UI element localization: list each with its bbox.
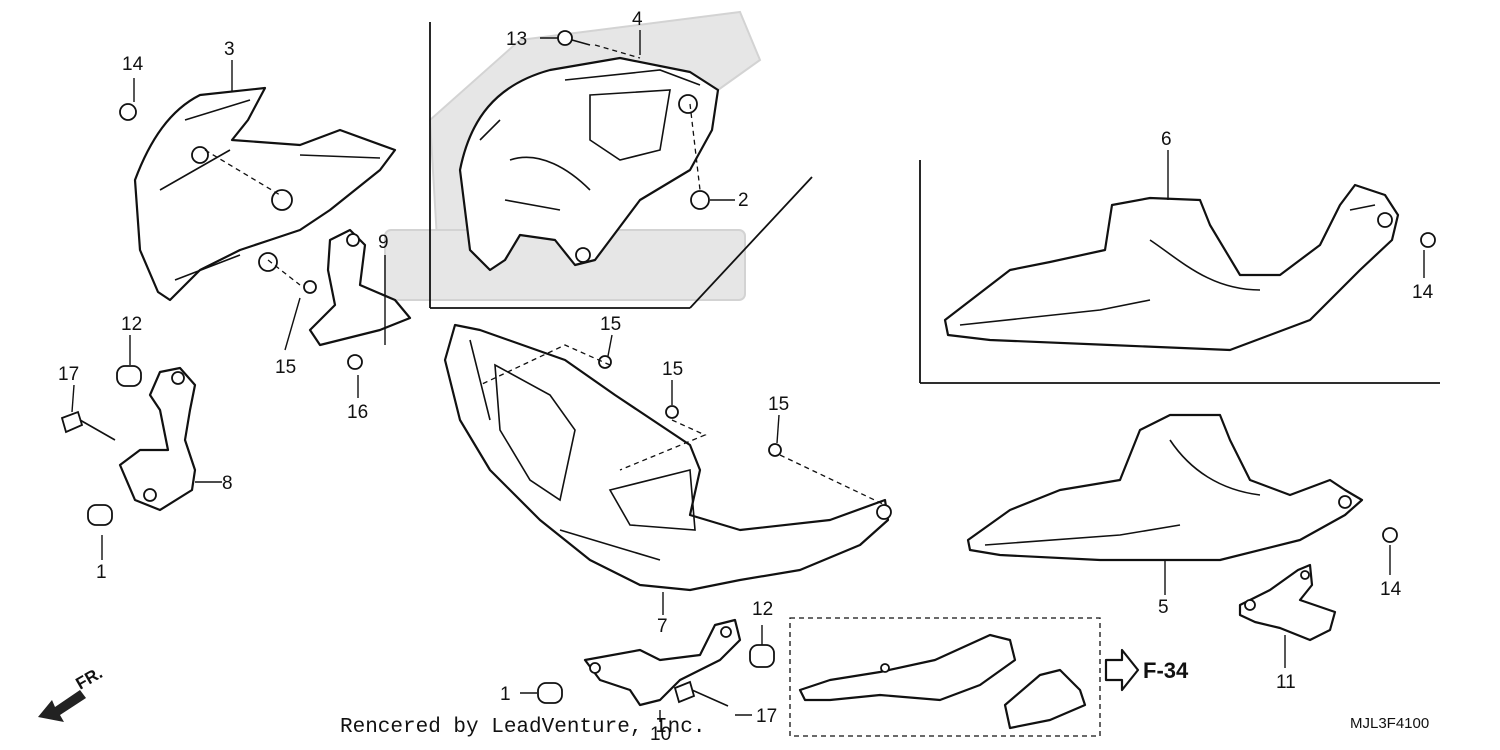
callout-15-mid: 15 bbox=[662, 359, 683, 380]
diagram-code: MJL3F4100 bbox=[1350, 715, 1429, 732]
front-direction: FR. bbox=[38, 663, 106, 722]
callout-4: 4 bbox=[632, 9, 643, 30]
callout-11: 11 bbox=[1276, 672, 1296, 693]
callout-7: 7 bbox=[657, 616, 668, 637]
callout-14-left: 14 bbox=[122, 54, 144, 75]
callout-3: 3 bbox=[224, 39, 235, 60]
callout-13: 13 bbox=[506, 29, 527, 50]
callout-16: 16 bbox=[347, 402, 368, 423]
callout-15-right: 15 bbox=[768, 394, 789, 415]
part-4-inner-panel bbox=[458, 56, 720, 272]
outline-arrow-icon bbox=[1104, 648, 1140, 692]
leader-lines bbox=[71, 30, 1425, 722]
front-label: FR. bbox=[73, 663, 106, 693]
callout-14-lower-right: 14 bbox=[1380, 579, 1402, 600]
inset-frame-right bbox=[919, 160, 1440, 384]
front-arrow-icon bbox=[38, 690, 86, 722]
part-7-lower-cowl bbox=[443, 323, 892, 592]
callout-1-left: 1 bbox=[96, 562, 107, 583]
callout-5: 5 bbox=[1158, 597, 1169, 618]
inset-frame-top-center bbox=[429, 22, 813, 309]
callout-15-center: 15 bbox=[600, 314, 621, 335]
callout-labels: 3 14 13 4 2 9 15 16 12 17 8 1 15 15 15 7… bbox=[58, 9, 1434, 745]
part-8-bracket bbox=[118, 366, 197, 512]
callout-1-bottom: 1 bbox=[500, 684, 511, 705]
page-ref-label: F-34 bbox=[1143, 658, 1189, 683]
part-5-under-cowl bbox=[966, 413, 1364, 562]
callout-8: 8 bbox=[222, 473, 233, 494]
callout-9: 9 bbox=[378, 232, 389, 253]
callout-2: 2 bbox=[738, 190, 749, 211]
part-11-bracket bbox=[1238, 563, 1337, 642]
callout-15-left: 15 bbox=[275, 357, 296, 378]
reference-assembly bbox=[798, 633, 1087, 730]
callout-12-left: 12 bbox=[121, 314, 142, 335]
part-3-side-cowl bbox=[133, 86, 397, 302]
callout-17-left: 17 bbox=[58, 364, 79, 385]
callout-12-bottom: 12 bbox=[752, 599, 773, 620]
callout-10: 10 bbox=[650, 724, 671, 745]
callout-6: 6 bbox=[1161, 129, 1172, 150]
callout-17-bottom: 17 bbox=[756, 706, 777, 727]
fasteners bbox=[60, 30, 1436, 707]
page-reference: F-34 bbox=[1104, 648, 1189, 692]
part-6-under-cowl bbox=[943, 183, 1400, 352]
credit-text: Rencered by LeadVenture, Inc. bbox=[340, 716, 705, 739]
callout-14-upper-right: 14 bbox=[1412, 282, 1434, 303]
reference-box-dashed bbox=[789, 617, 1101, 737]
part-10-bracket bbox=[583, 618, 742, 707]
